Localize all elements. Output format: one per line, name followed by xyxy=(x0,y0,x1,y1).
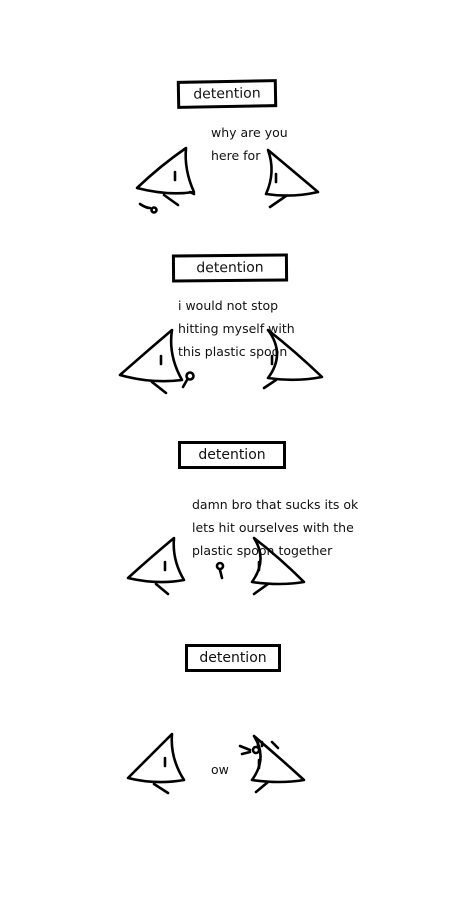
left-character xyxy=(135,146,196,207)
detention-sign: detention xyxy=(178,441,286,469)
plastic-spoon xyxy=(215,561,225,580)
right-character xyxy=(264,148,320,209)
spoon-hit-effect xyxy=(238,738,280,756)
right-character xyxy=(250,734,306,794)
speech-text: why are you here for xyxy=(211,125,288,163)
comic-panel-1: detention why are you here for xyxy=(0,0,456,230)
left-character xyxy=(126,732,186,795)
right-character xyxy=(262,328,324,390)
panel-3-drawing xyxy=(126,536,306,596)
speech-text: ow xyxy=(211,762,229,777)
right-character xyxy=(250,536,306,596)
detention-sign: detention xyxy=(185,644,281,672)
left-character xyxy=(118,328,184,395)
comic-panel-2: detention i would not stop hitting mysel… xyxy=(0,0,456,430)
speech-text: i would not stop hitting myself with thi… xyxy=(178,298,295,359)
comic-panel-4: detention ow xyxy=(126,644,306,795)
plastic-spoon xyxy=(138,202,158,214)
panel-4-drawing xyxy=(126,732,306,795)
panel-2-drawing xyxy=(118,328,324,395)
plastic-spoon xyxy=(181,371,195,389)
panel-1-drawing xyxy=(135,146,320,214)
left-character xyxy=(126,536,186,596)
comic-panel-3: detention damn bro that sucks its ok let… xyxy=(126,441,358,596)
